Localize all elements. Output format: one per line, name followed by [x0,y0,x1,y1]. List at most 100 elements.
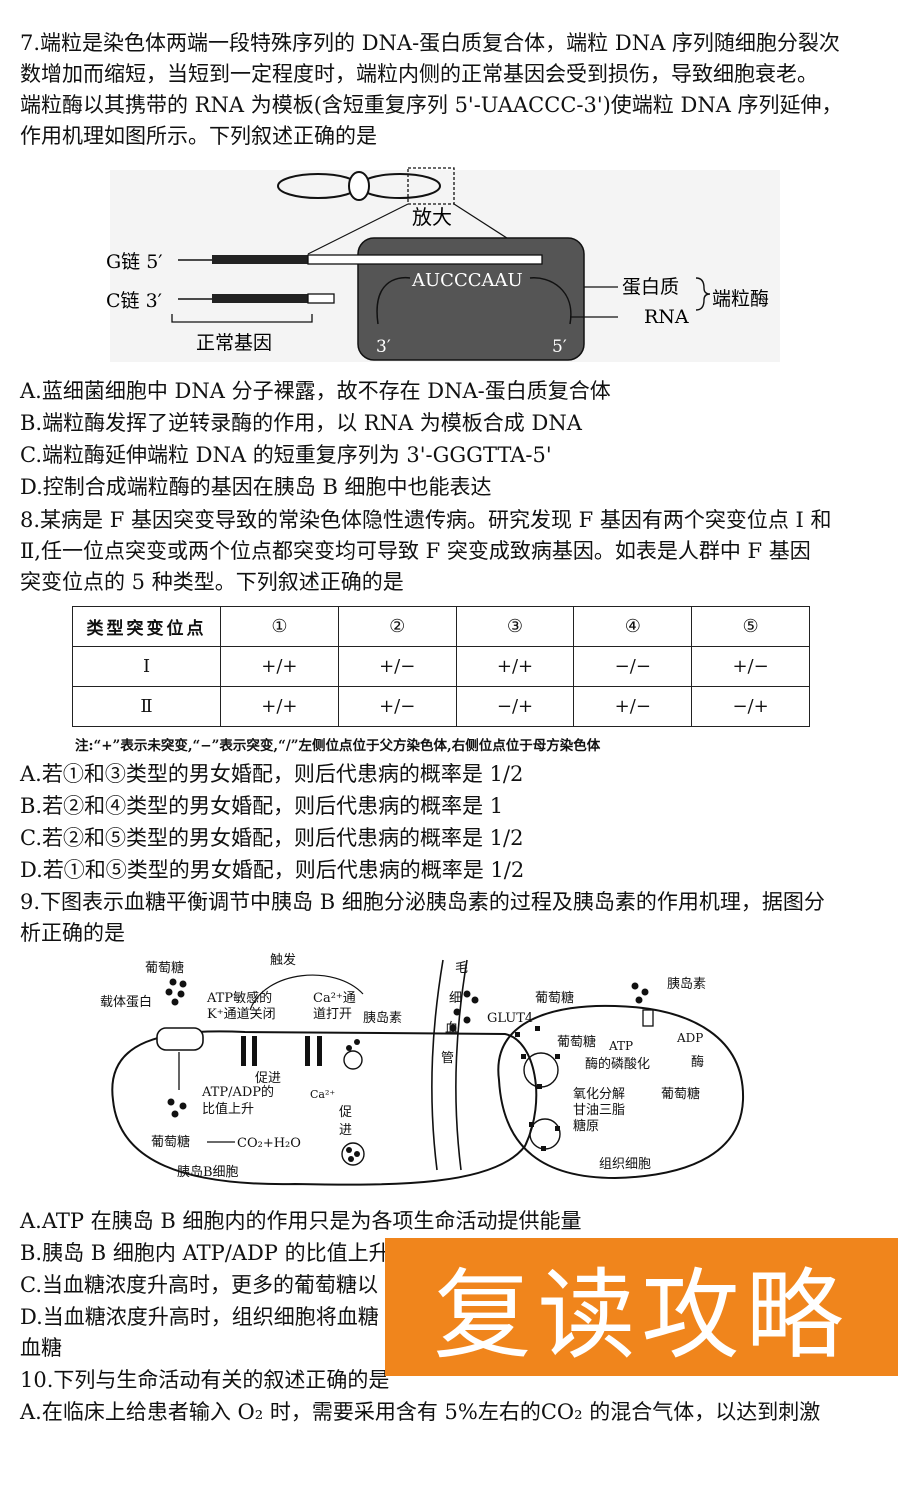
vesicle-cycle-1 [523,1052,559,1088]
insulin-diagram: 葡萄糖 载体蛋白 葡萄糖 CO₂+H₂O ATP/ADP的 比值上升 促进 触发… [100,952,745,1186]
table-cell: −/+ [455,686,575,727]
capillary-outline [431,959,468,1171]
q7-stem-line-2: 数增加而缩短，当短到一定程度时，端粒内侧的正常基因会受到损伤，导致细胞衰老。 [20,62,818,86]
glucose-dots-inside [167,1098,187,1118]
insulin-label-right: 胰岛素 [667,976,706,992]
capillary-char-1: 毛 [455,961,468,976]
q9-option-d: D.当血糖浓度升高时，组织细胞将血糖 [20,1305,379,1329]
glycogen-label: 糖原 [573,1118,599,1134]
table-header-cell: ⑤ [691,606,810,647]
enzyme-label: 酶 [691,1054,704,1070]
rna-5-end: 5′ [552,337,567,357]
zoom-box [407,167,455,205]
telomerase-body [357,237,585,361]
ca-channel-label-1: Ca²⁺通 [313,991,356,1006]
insulin-dots-capillary [449,990,479,1032]
c-chain-telomere [307,293,335,304]
q8-option-d: D.若①和⑤类型的男女婚配，则后代患病的概率是 1/2 [20,858,525,882]
glut4-label: GLUT4 [487,1011,533,1026]
q8-option-a: A.若①和③类型的男女婚配，则后代患病的概率是 1/2 [20,762,524,786]
g-chain-label: G链 5′ [106,251,163,273]
insulin-label-left: 胰岛素 [363,1010,402,1026]
table-header-row: 类型突变位点 ① ② ③ ④ ⑤ [72,606,810,647]
beta-cell-label: 胰岛B细胞 [177,1164,239,1180]
glucose-label-inside: 葡萄糖 [151,1134,190,1150]
rna-template-loop [376,276,572,325]
carrier-protein-icon [156,1027,204,1051]
q10-option-a: A.在临床上给患者输入 O₂ 时，需要采用含有 5%左右的CO₂ 的混合气体，以… [20,1400,821,1424]
table-cell: Ⅰ [72,646,221,687]
atp-adp-ratio-label-2: 比值上升 [202,1101,254,1117]
table-row: Ⅱ +/+ +/− −/+ +/− −/+ [72,686,810,727]
zoom-line-left [307,203,409,255]
glucose-dots-top [165,978,187,1006]
q7-option-b: B.端粒酶发挥了逆转录酶的作用，以 RNA 为模板合成 DNA [20,411,582,435]
q8-stem-line-2: Ⅱ,任一位点突变或两个位点都突变均可导致 F 突变成致病基因。如表是人群中 F … [20,539,811,563]
table-header-cell: ③ [455,606,575,647]
q9-stem-line-1: 9.下图表示血糖平衡调节中胰岛 B 细胞分泌胰岛素的过程及胰岛素的作用机理，据图… [20,890,825,914]
vesicle-cycle-2 [529,1118,561,1150]
glut4-markers [515,1026,560,1151]
table-cell: +/+ [455,646,575,687]
table-cell: +/− [337,686,457,727]
promote-label-2b: 进 [339,1123,352,1138]
telomerase-brace [695,277,711,311]
adp-label: ADP [676,1031,703,1045]
ca-channel-icon-a [305,1036,310,1066]
table-cell: +/+ [220,646,339,687]
rna-sequence: AUCCCAAU [411,270,523,291]
table-cell: +/+ [220,686,339,727]
watermark-banner: 复读攻略 [385,1238,898,1376]
zoom-label: 放大 [412,205,452,229]
table-row: Ⅰ +/+ +/− +/+ −/− +/− [72,646,810,687]
trigger-label: 触发 [270,952,296,968]
q9-option-d-cont: 血糖 [20,1336,62,1360]
q9-option-a: A.ATP 在胰岛 B 细胞内的作用只是为各项生命活动提供能量 [20,1209,582,1233]
q7-stem-line-4: 作用机理如图所示。下列叙述正确的是 [20,124,377,148]
table-cell: −/− [573,646,693,687]
g-chain-gene-segment [212,255,308,264]
capillary-char-2: 细 [449,991,462,1006]
c-chain-label: C链 3′ [106,290,162,312]
atp-label: ATP [608,1039,633,1053]
q8-stem-line-1: 8.某病是 F 基因突变导致的常染色体隐性遗传病。研究发现 F 基因有两个突变位… [20,508,832,532]
ca-ion-label: Ca²⁺ [310,1088,335,1101]
q9-option-c: C.当血糖浓度升高时，更多的葡萄糖以 [20,1273,378,1297]
insulin-dots-vesicle [346,1039,360,1162]
mutation-type-table: 类型突变位点 ① ② ③ ④ ⑤ Ⅰ +/+ +/− +/+ −/− +/− Ⅱ… [72,606,810,727]
g-chain-telomere [307,254,543,265]
q7-option-d: D.控制合成端粒酶的基因在胰岛 B 细胞中也能表达 [20,475,492,499]
beta-cell-outline [111,1030,538,1186]
telomerase-diagram: 放大 G链 5′ C链 3′ 正常基因 AUCCCAAU 3′ 5′ 蛋白质 R… [106,167,780,362]
triglyceride-label: 甘油三脂 [573,1103,625,1118]
ca-channel-label-2: 道打开 [313,1007,352,1022]
glucose-label-tissue-3: 葡萄糖 [661,1086,700,1102]
glucose-label-tissue: 葡萄糖 [535,990,574,1006]
table-cell: +/− [573,686,693,727]
c-chain-gene-segment [212,294,308,303]
capillary-char-4: 管 [441,1051,454,1066]
carrier-label: 载体蛋白 [100,994,152,1010]
rna-label: RNA [644,306,689,328]
vesicle-top [343,1050,363,1070]
tissue-cell-label: 组织细胞 [599,1157,651,1172]
co2-h2o-label: CO₂+H₂O [237,1136,301,1151]
table-header-cell: ① [220,606,339,647]
table-cell: −/+ [691,686,810,727]
table-header-cell: 类型突变位点 [72,606,221,647]
insulin-receptor-icon [642,1009,654,1027]
normal-gene-label: 正常基因 [196,332,272,354]
oxidation-label: 氧化分解 [573,1087,625,1102]
atp-adp-ratio-label-1: ATP/ADP的 [201,1084,274,1100]
q7-stem-line-3: 端粒酶以其携带的 RNA 为模板(含短重复序列 5'-UAACCC-3')使端粒… [20,93,843,117]
k-channel-label-1: ATP敏感的 [206,990,272,1006]
q8-stem-line-3: 突变位点的 5 种类型。下列叙述正确的是 [20,570,404,594]
centromere [348,171,370,201]
promote-label-2a: 促 [339,1105,352,1120]
zoom-line-right [453,203,511,241]
telomerase-label: 端粒酶 [712,288,769,310]
q7-stem-line-1: 7.端粒是染色体两端一段特殊序列的 DNA-蛋白质复合体，端粒 DNA 序列随细… [20,31,840,55]
glucose-label-tissue-2: 葡萄糖 [557,1034,596,1050]
table-header-cell: ④ [573,606,693,647]
promote-label-1: 促进 [255,1071,281,1086]
